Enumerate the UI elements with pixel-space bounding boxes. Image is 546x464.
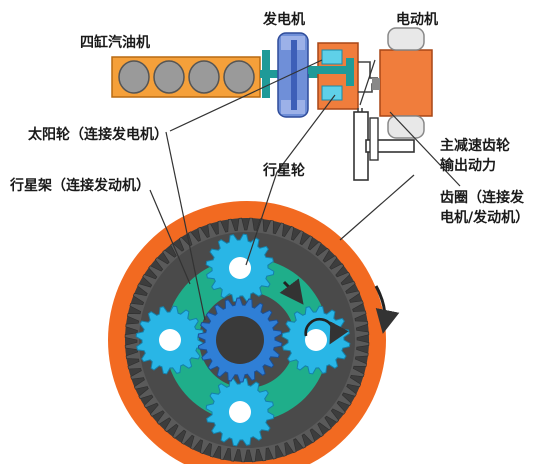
final-drive bbox=[353, 111, 415, 181]
planetary-gear-set bbox=[108, 201, 400, 464]
motor-label: 电动机 bbox=[396, 11, 438, 28]
ring-label-line1: 齿圈（连接发 bbox=[440, 189, 525, 206]
cylinder-4 bbox=[223, 60, 255, 94]
engine-label: 四缸汽油机 bbox=[80, 34, 150, 51]
ring-label-line2: 电机/发动机） bbox=[440, 209, 529, 226]
engine-block bbox=[111, 56, 261, 98]
cylinder-1 bbox=[118, 60, 150, 94]
generator-label: 发电机 bbox=[262, 11, 305, 28]
reducer-label-line2: 输出动力 bbox=[440, 157, 496, 174]
ring-rotation-arrow bbox=[374, 285, 400, 334]
planet-gear-label: 行星轮 bbox=[262, 162, 305, 179]
planet-spin-arrow bbox=[304, 317, 349, 345]
electric-motor bbox=[372, 27, 433, 139]
planet-rotation-arrow bbox=[279, 278, 304, 305]
sun-gear bbox=[197, 297, 283, 383]
sun-gear-label: 太阳轮（连接发电机） bbox=[28, 126, 168, 143]
planetary-housing bbox=[308, 42, 359, 110]
carrier-label: 行星架（连接发动机） bbox=[9, 177, 150, 194]
cylinder-3 bbox=[188, 60, 220, 94]
planet-gear-top bbox=[205, 233, 275, 303]
leader-lines bbox=[149, 59, 461, 321]
reducer-label-line1: 主减速齿轮 bbox=[440, 137, 510, 154]
planet-gear-bottom bbox=[205, 377, 275, 447]
generator bbox=[277, 32, 309, 118]
cylinder-2 bbox=[153, 60, 185, 94]
planet-gear-left bbox=[135, 305, 205, 375]
